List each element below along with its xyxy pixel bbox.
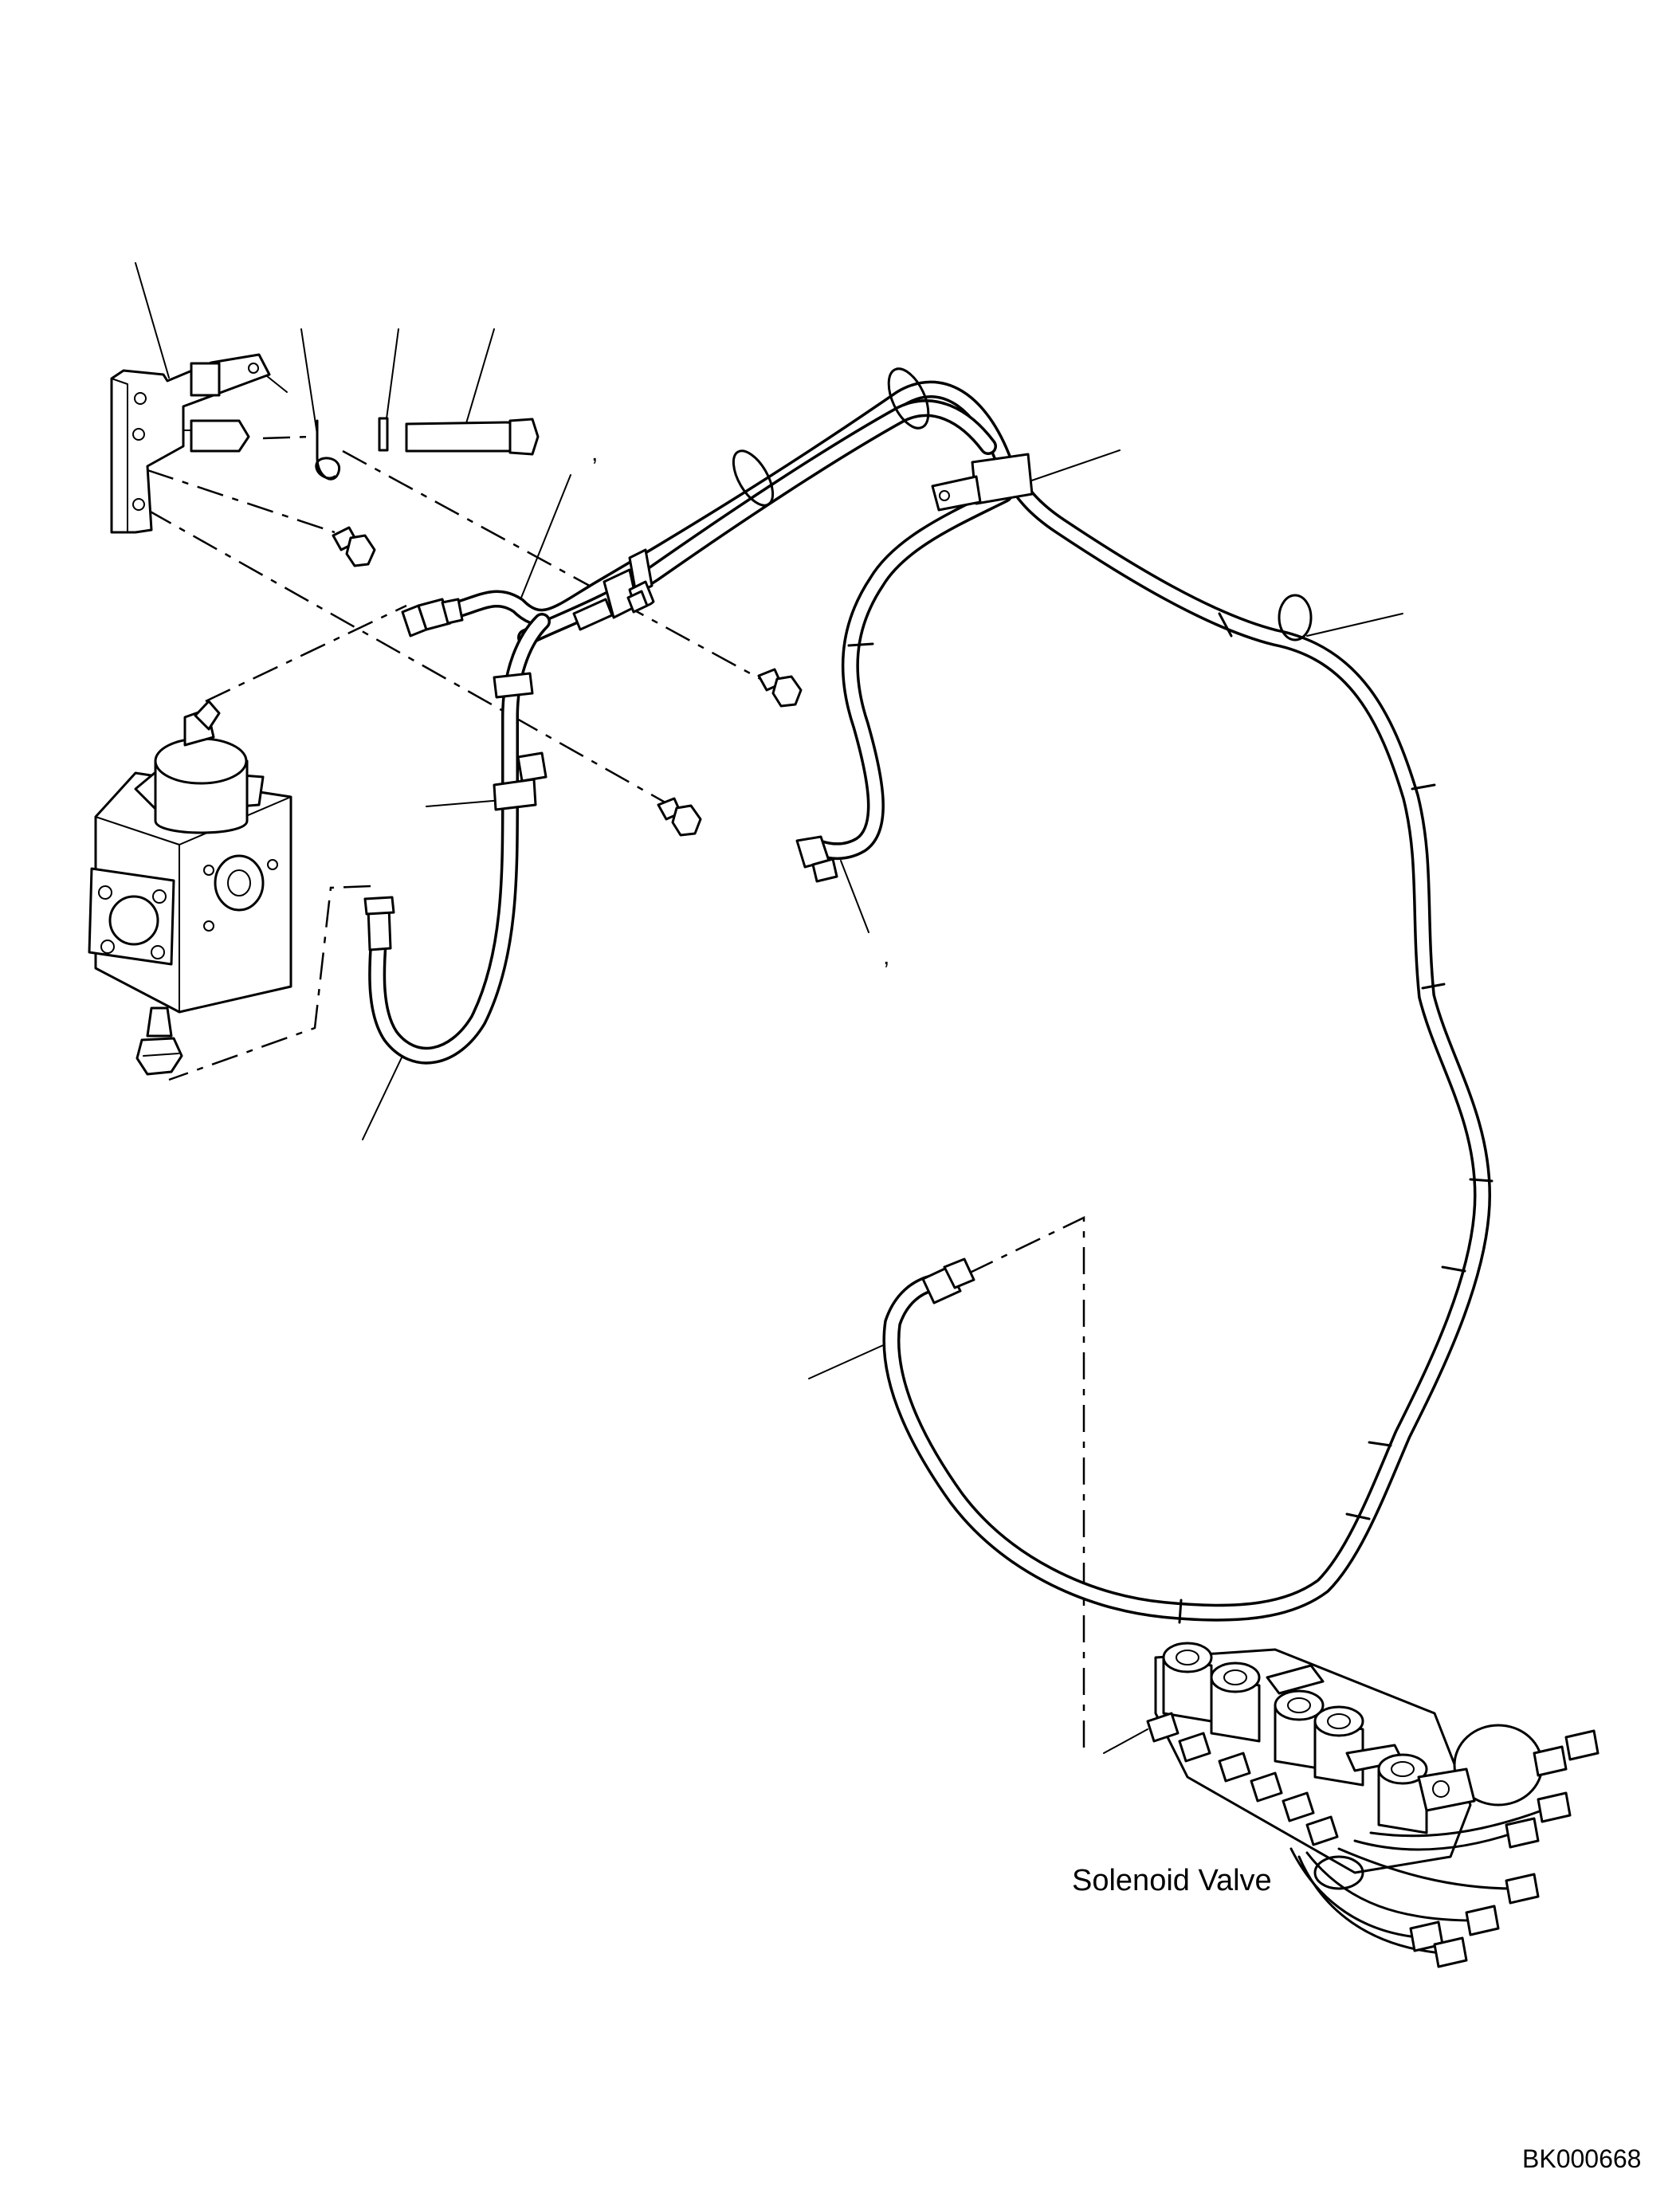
mounting-bracket [110,353,271,534]
solenoid-connectors [1409,1729,1600,1968]
solenoid-coils [1162,1642,1428,1834]
hose-bands [497,612,1494,1624]
long-bolt [405,418,540,456]
leader-lines [135,262,1403,1754]
solenoid-wiring [1289,1807,1548,1954]
washer [378,417,389,452]
solenoid-ports [1146,1712,1339,1846]
valve-block [88,700,292,1076]
bolt-1 [332,526,376,567]
drawing-code: BK000668 [1522,2144,1641,2173]
prime-mark-1: , [591,440,598,466]
clamps [493,367,1313,811]
solenoid-valve-label: Solenoid Valve [1072,1864,1272,1897]
bolt-2 [757,668,803,708]
assembly-lines [147,435,1085,1753]
bolt-3 [657,797,702,837]
spring-pin [315,419,341,481]
solenoid-valve-assembly [1146,1642,1600,1968]
hose-assembly [368,380,1494,1624]
accumulator [1417,1724,1544,1812]
hose-fittings [363,598,975,1304]
prime-mark-2: , [883,944,889,970]
